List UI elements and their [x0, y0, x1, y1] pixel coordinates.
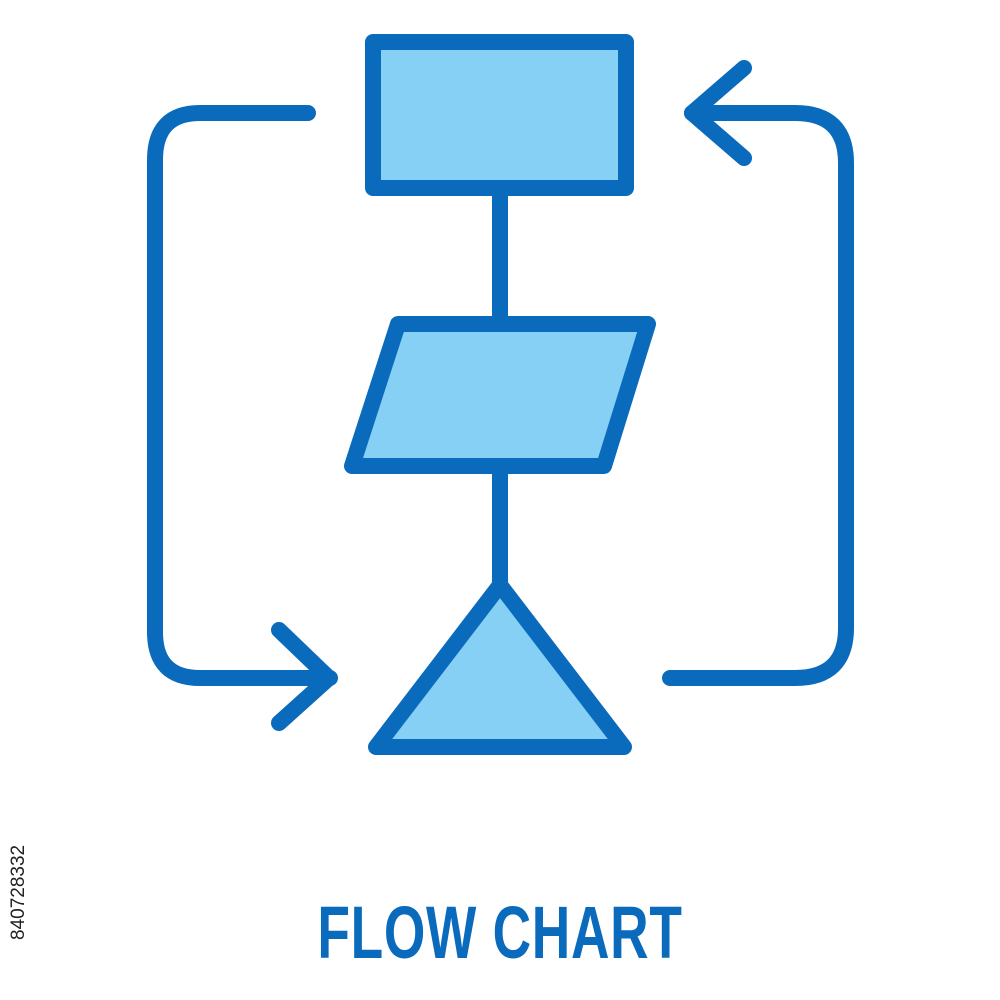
caption-title: FLOW CHART: [317, 891, 683, 974]
merge-triangle: [368, 577, 632, 755]
arrow-head-right: [271, 622, 337, 731]
arrow-head-left: [684, 60, 752, 166]
data-parallelogram: [344, 316, 656, 474]
loop-arrow-left: [147, 105, 338, 686]
stock-id: 840728332: [8, 844, 29, 940]
loop-arrow-right: [662, 105, 854, 686]
process-rectangle: [365, 34, 634, 196]
